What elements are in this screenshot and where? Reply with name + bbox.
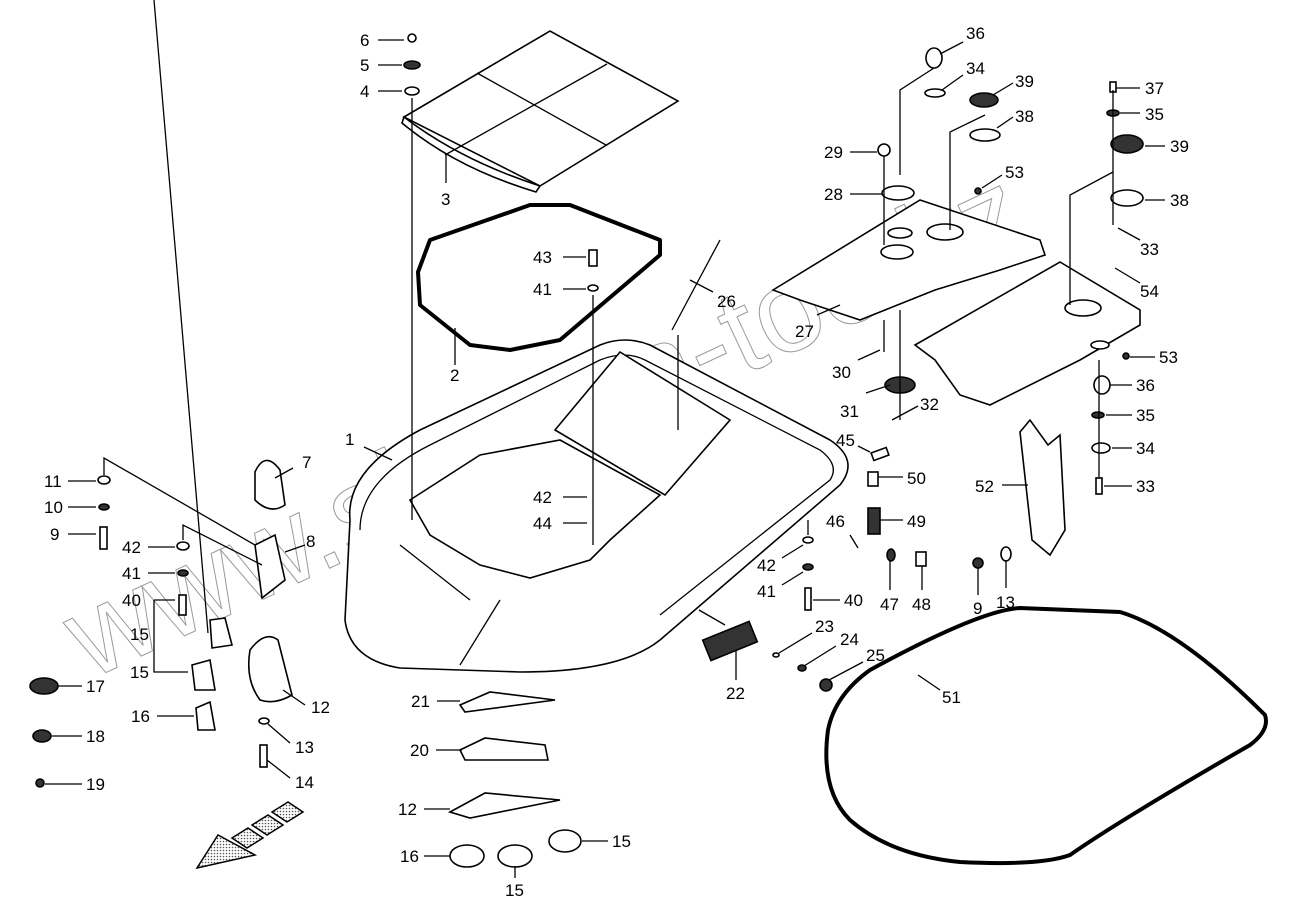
callout-15: 15: [130, 663, 149, 682]
callout-51: 51: [942, 688, 961, 707]
callout-50: 50: [907, 469, 926, 488]
callout-22: 22: [726, 684, 745, 703]
part-21-plate: [458, 691, 556, 713]
callout-33: 33: [1140, 240, 1159, 259]
part-3-lid-panel: [401, 30, 680, 193]
callout-11: 11: [44, 472, 62, 491]
callout-12: 12: [398, 800, 417, 819]
callout-30: 30: [832, 363, 851, 382]
callout-14: 14: [295, 773, 314, 792]
callout-47: 47: [880, 595, 899, 614]
callout-7: 7: [302, 453, 311, 472]
callout-36: 36: [1136, 376, 1155, 395]
callout-labels: 6 5 4 3 2 43 41 26 1 42 44 11 10 9 7 8 4…: [44, 24, 1189, 900]
callout-9: 9: [973, 599, 982, 618]
callout-41: 41: [122, 564, 141, 583]
callout-41: 41: [757, 582, 776, 601]
callout-33: 33: [1136, 477, 1155, 496]
callout-36: 36: [966, 24, 985, 43]
callout-28: 28: [824, 185, 843, 204]
part-15-light-side: [209, 617, 233, 649]
callout-34: 34: [1136, 439, 1155, 458]
callout-48: 48: [912, 595, 931, 614]
callout-42: 42: [533, 488, 552, 507]
part-15-light-side: [191, 658, 216, 691]
callout-2: 2: [450, 366, 459, 385]
callout-10: 10: [44, 498, 63, 517]
callout-37: 37: [1145, 79, 1164, 98]
part-16-light-side: [195, 700, 216, 731]
callout-41: 41: [533, 280, 552, 299]
callout-16: 16: [131, 707, 150, 726]
callout-35: 35: [1145, 105, 1164, 124]
callout-26: 26: [717, 292, 736, 311]
callout-31: 31: [840, 402, 859, 421]
callout-53: 53: [1005, 163, 1024, 182]
callout-39: 39: [1170, 137, 1189, 156]
callout-15: 15: [130, 625, 149, 644]
callout-42: 42: [122, 538, 141, 557]
callout-38: 38: [1170, 191, 1189, 210]
part-22-handle: [701, 620, 759, 662]
callout-17: 17: [86, 677, 105, 696]
callout-44: 44: [533, 514, 552, 533]
callout-34: 34: [966, 59, 985, 78]
callout-18: 18: [86, 727, 105, 746]
callout-1: 1: [345, 430, 354, 449]
callout-8: 8: [306, 532, 315, 551]
callout-12: 12: [311, 698, 330, 717]
callout-19: 19: [86, 775, 105, 794]
callout-21: 21: [411, 692, 430, 711]
part-12-plate-bottom: [447, 792, 561, 819]
part-52-corner-guard: [1019, 418, 1066, 557]
callout-27: 27: [795, 322, 814, 341]
callout-13: 13: [996, 593, 1015, 612]
callout-15: 15: [505, 881, 524, 900]
callout-24: 24: [840, 630, 859, 649]
callout-4: 4: [360, 82, 369, 101]
part-51-seal: [824, 606, 1268, 866]
fasteners: [29, 33, 1144, 788]
callout-6: 6: [360, 31, 369, 50]
callout-20: 20: [410, 741, 429, 760]
direction-arrow-icon: [195, 801, 305, 870]
callout-40: 40: [122, 591, 141, 610]
callout-16: 16: [400, 847, 419, 866]
callout-9: 9: [50, 525, 59, 544]
callout-39: 39: [1015, 72, 1034, 91]
part-16-light: [449, 844, 485, 868]
callout-32: 32: [920, 395, 939, 414]
callout-23: 23: [815, 617, 834, 636]
part-15-light: [497, 844, 533, 868]
callout-13: 13: [295, 738, 314, 757]
callout-42: 42: [757, 556, 776, 575]
callout-3: 3: [441, 190, 450, 209]
callout-38: 38: [1015, 107, 1034, 126]
part-rear-cover-right: [913, 261, 1141, 406]
callout-54: 54: [1140, 282, 1159, 301]
part-26-antenna: [671, 239, 721, 331]
part-2-gasket: [416, 203, 662, 352]
part-20-bracket: [458, 737, 549, 761]
callout-40: 40: [844, 591, 863, 610]
callout-52: 52: [975, 477, 994, 496]
callout-25: 25: [866, 646, 885, 665]
callout-5: 5: [360, 56, 369, 75]
leader-lines: [45, 0, 1165, 878]
part-12-plate-left: [247, 635, 293, 703]
callout-43: 43: [533, 248, 552, 267]
part-8-bracket: [254, 533, 286, 600]
callout-29: 29: [824, 143, 843, 162]
callout-49: 49: [907, 512, 926, 531]
callout-15: 15: [612, 832, 631, 851]
part-27-rear-cover: [771, 199, 1047, 321]
callout-35: 35: [1136, 406, 1155, 425]
part-1-main-housing: [344, 339, 849, 673]
callout-46: 46: [826, 512, 845, 531]
part-7-bracket: [254, 459, 286, 510]
callout-53: 53: [1159, 348, 1178, 367]
callout-45: 45: [836, 431, 855, 450]
part-15-light: [548, 829, 582, 853]
